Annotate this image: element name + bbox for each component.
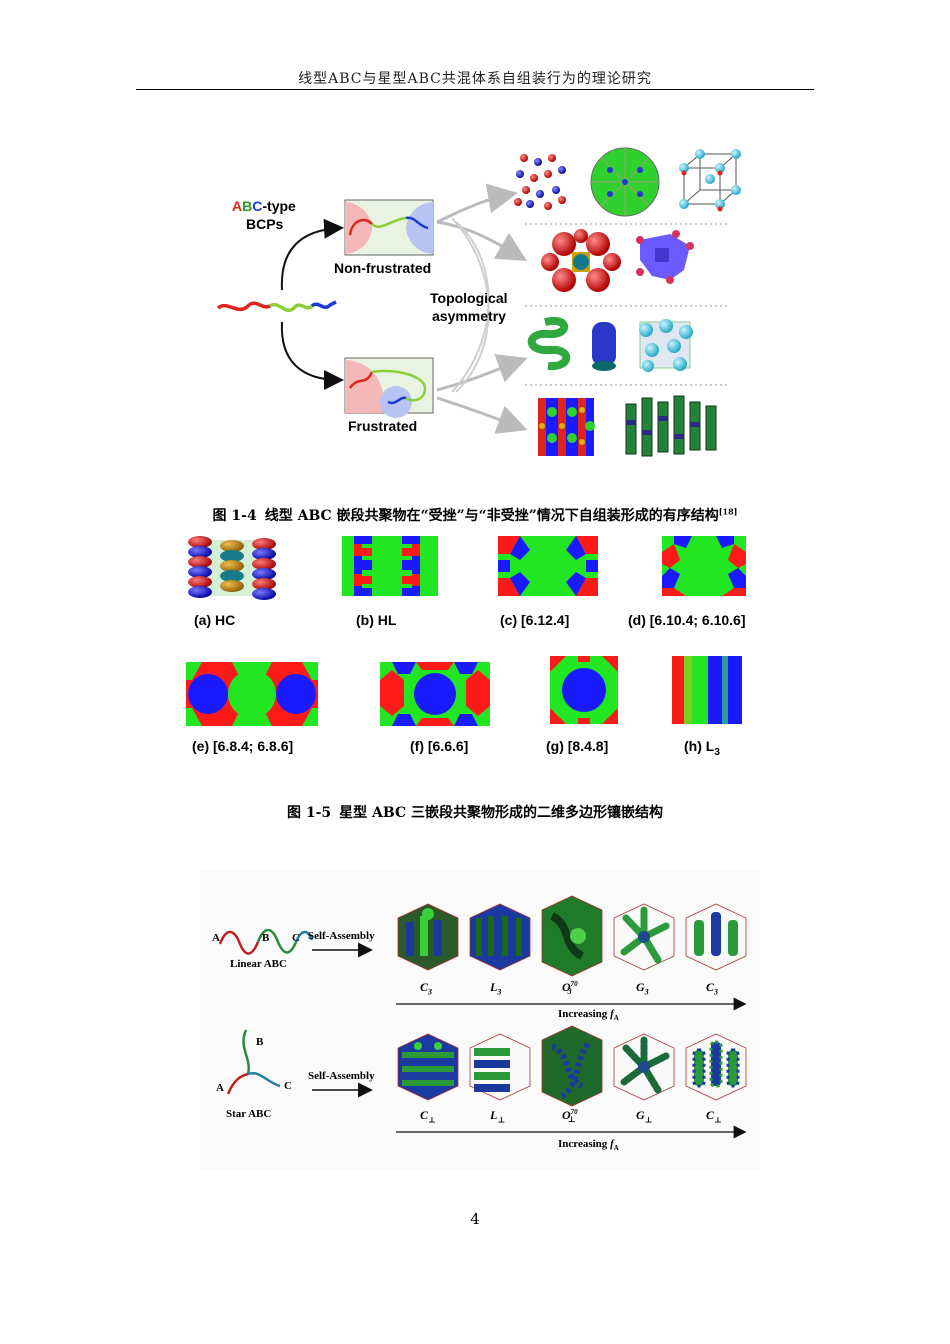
panel-label-h-main: (h) L <box>684 738 715 754</box>
panel-label-g: (g) [8.4.8] <box>546 738 609 754</box>
star-phase-3: O70⊥ <box>562 1108 578 1125</box>
linear-chain-b <box>268 302 314 312</box>
topological-label-line1: Topological <box>430 290 508 306</box>
panel-label-d: (d) [6.10.4; 6.10.6] <box>628 612 746 628</box>
arrow-to-frustrated <box>280 321 344 390</box>
morphology-helices <box>527 316 616 371</box>
panel-a-hc-stacks <box>188 536 276 600</box>
morphology-cubic <box>679 149 741 212</box>
figure-1-4-caption-number: 图 1-4 <box>212 508 257 524</box>
panel-g-8-4-8-tiling <box>550 656 618 724</box>
linear-phase-4: G3 <box>636 980 649 997</box>
star-phase-1: C⊥ <box>420 1108 436 1125</box>
panel-label-e: (e) [6.8.4; 6.8.6] <box>192 738 294 754</box>
panel-label-a: (a) HC <box>194 612 236 628</box>
figure-1-4-caption: 图 1-4 线型 ABC 嵌段共聚物在“受挫”与“非受挫”情况下自组装形成的有序结… <box>0 505 950 525</box>
star-abc-chain <box>226 1072 249 1095</box>
panel-label-c: (c) [6.12.4] <box>500 612 570 628</box>
figure-1-6: A B C Linear ABC Self-Assembly C3 L3 O70… <box>200 870 760 1170</box>
panel-h-l3-lamellae <box>672 656 742 724</box>
bcps-label: BCPs <box>246 216 284 232</box>
abc-letter-a: A <box>232 198 243 214</box>
topological-label-line2: asymmetry <box>432 308 506 324</box>
morphology-disk <box>590 147 660 217</box>
header-rule <box>136 89 814 90</box>
morphology-cyan-cubes <box>639 319 693 372</box>
star-letter-b: B <box>256 1036 264 1048</box>
morphology-tiling <box>538 398 595 456</box>
figure-1-4-caption-text: 线型 ABC 嵌段共聚物在“受挫”与“非受挫”情况下自组装形成的有序结构 <box>264 508 719 524</box>
morphology-lattice-1 <box>514 154 566 210</box>
panel-b-hl-tiling <box>342 536 438 596</box>
star-phase-5: C⊥ <box>706 1108 722 1125</box>
figure-1-4-diagram <box>216 147 741 457</box>
frustrated-label: Frustrated <box>348 418 418 434</box>
panel-e-6-8-tiling <box>186 662 318 726</box>
linear-chain-a <box>216 301 271 312</box>
linear-self-assembly-label: Self-Assembly <box>308 930 375 942</box>
star-phase-cubes <box>397 1025 747 1107</box>
linear-phase-1: C3 <box>420 980 433 997</box>
figure-1-5-tilings <box>186 536 746 726</box>
morphology-purple-network <box>636 230 694 284</box>
star-phase-2: L⊥ <box>490 1108 506 1125</box>
figure-1-6-diagram <box>218 895 747 1139</box>
panel-label-b: (b) HL <box>356 612 397 628</box>
linear-phase-3: O703 <box>562 980 578 997</box>
linear-abc-chain <box>218 930 260 955</box>
panel-f-6-6-6-tiling <box>380 662 490 726</box>
linear-letter-a: A <box>212 932 220 944</box>
linear-phase-cubes <box>397 895 747 977</box>
linear-axis-label: Increasing fA <box>558 1008 619 1023</box>
linear-phase-5: C3 <box>706 980 719 997</box>
panel-label-h-sub: 3 <box>714 746 720 758</box>
panel-c-6-12-4-tiling <box>498 536 598 596</box>
morphology-red-blobs <box>541 229 621 292</box>
linear-chain-c <box>310 300 337 309</box>
page-number: 4 <box>470 1210 480 1228</box>
abc-letter-b: B <box>242 198 253 214</box>
running-header: 线型ABC与星型ABC共混体系自组装行为的理论研究 <box>298 71 652 87</box>
non-frustrated-label: Non-frustrated <box>334 260 432 276</box>
abc-type-label: ABC-type <box>232 198 296 214</box>
linear-abc-title: Linear ABC <box>230 958 287 970</box>
panel-label-f: (f) [6.6.6] <box>410 738 469 754</box>
abc-letter-c: C <box>252 198 263 214</box>
star-letter-c: C <box>284 1080 292 1092</box>
linear-letter-c: C <box>292 932 300 944</box>
figure-1-5: (a) HC (b) HL (c) [6.12.4] (d) [6.10.4; … <box>180 530 780 770</box>
star-letter-a: A <box>216 1082 224 1094</box>
panel-label-h: (h) L3 <box>684 738 720 758</box>
linear-phase-2: L3 <box>490 980 502 997</box>
linear-letter-b: B <box>262 932 270 944</box>
star-phase-4: G⊥ <box>636 1108 653 1125</box>
figure-1-5-caption-text: 星型 ABC 三嵌段共聚物形成的二维多边形镶嵌结构 <box>339 805 664 821</box>
abc-suffix: -type <box>262 198 296 214</box>
panel-d-6-10-tiling <box>662 536 746 596</box>
figure-1-5-caption-number: 图 1-5 <box>286 805 332 821</box>
morphology-green-rods <box>625 395 717 457</box>
arrow-to-nonfrustrated <box>280 218 344 291</box>
figure-1-4: ABC-type BCPs Non-frustrated Frustrated … <box>200 140 760 470</box>
figure-1-4-caption-ref: [18] <box>718 506 738 517</box>
star-self-assembly-label: Self-Assembly <box>308 1070 375 1082</box>
star-axis-label: Increasing fA <box>558 1138 619 1153</box>
figure-1-5-caption: 图 1-5 星型 ABC 三嵌段共聚物形成的二维多边形镶嵌结构 <box>0 802 950 822</box>
star-abc-title: Star ABC <box>226 1108 272 1120</box>
